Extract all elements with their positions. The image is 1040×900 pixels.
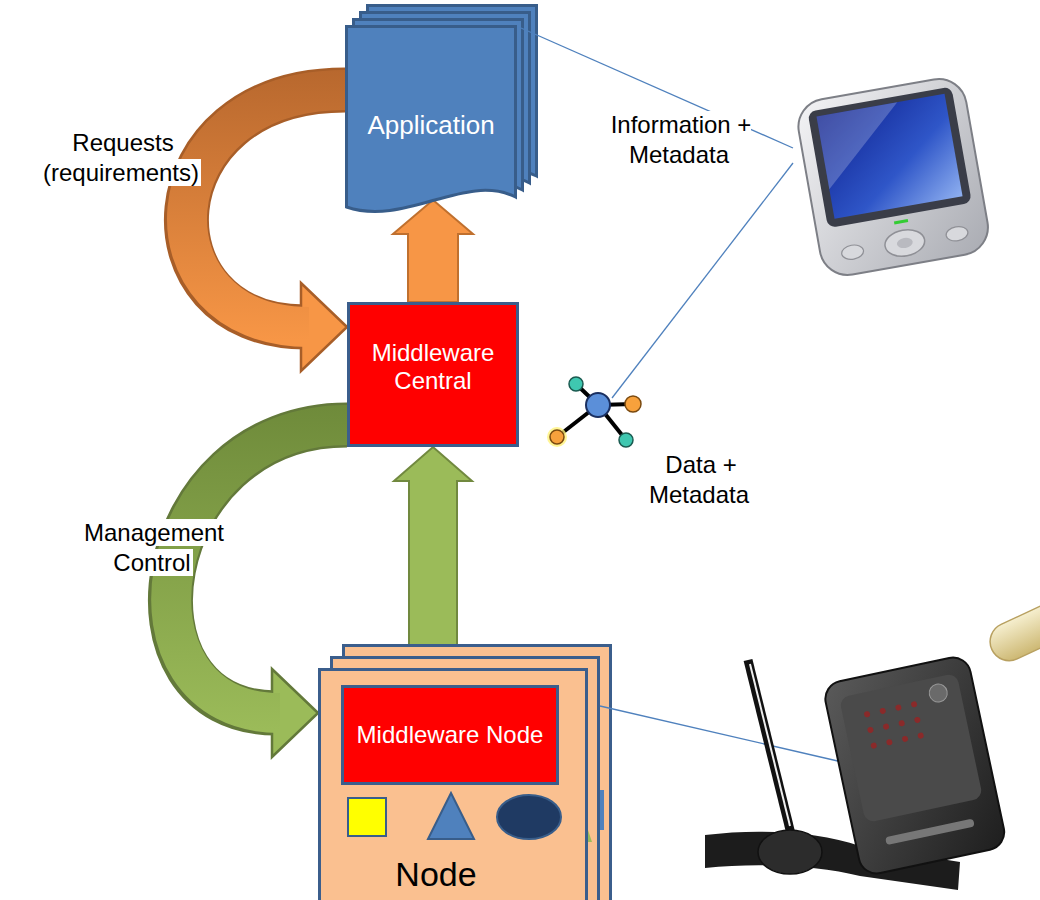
edge-label: Data + Metadata [649, 451, 751, 508]
device-led [901, 735, 908, 742]
device-led [914, 716, 921, 723]
device-led [883, 723, 890, 730]
device-led [886, 739, 893, 746]
device-panel [839, 673, 983, 823]
edge-label-box: Information + Metadata [580, 110, 780, 170]
pda-button [841, 243, 865, 261]
node-text-holder: Node [361, 855, 511, 894]
yellow-square [348, 798, 386, 836]
device-led [910, 701, 917, 708]
navy-ellipse [497, 795, 561, 839]
sensor-cable-edge [750, 664, 790, 826]
sensor-illustration [705, 599, 1040, 890]
node-label: Middleware Node [357, 721, 544, 749]
molecule-atom [586, 393, 610, 417]
node-card: Node Middleware Node [318, 668, 588, 900]
strap-electrode [758, 830, 822, 874]
node-text-holder: Middleware Node [344, 688, 556, 782]
edge-label: Information + Metadata [609, 111, 752, 168]
node-label: Application [367, 111, 494, 141]
pda-led [894, 219, 908, 224]
edge-label-box: Management Control [48, 518, 258, 578]
molecule-atom [550, 430, 564, 444]
device-led [879, 707, 886, 714]
molecule-glow [547, 427, 567, 447]
pda-illustration [794, 75, 992, 280]
node-label: Node [361, 855, 511, 894]
document-shape [347, 27, 516, 212]
pill-camera [984, 599, 1040, 667]
device-led [870, 742, 877, 749]
device-led [917, 732, 924, 739]
edge-label: Requests (requirements) [43, 129, 201, 186]
block-arrow [394, 447, 472, 668]
edge-label-box: Requests (requirements) [2, 128, 242, 188]
node-text-holder: Application [345, 25, 517, 217]
block-arrow [393, 200, 473, 302]
device-logo [928, 682, 949, 703]
middleware-central-box: Middleware Central [347, 302, 519, 447]
pda-body [794, 75, 992, 280]
edge-label-box: Data + Metadata [640, 450, 760, 510]
device-led [898, 720, 905, 727]
blue-triangle [428, 793, 474, 839]
arrow-outline [186, 90, 345, 327]
device-body [822, 654, 1008, 876]
pill-body [984, 599, 1040, 667]
pda-bezel [808, 87, 972, 229]
molecule-atom [619, 433, 633, 447]
device-slot [885, 819, 975, 846]
sensor-device [822, 654, 1008, 876]
pda-screen [816, 94, 962, 219]
flow-arrow [393, 200, 473, 302]
node-label: Middleware Central [358, 339, 508, 394]
device-led [864, 711, 871, 718]
application-document: Application [345, 25, 517, 217]
device-led [867, 726, 874, 733]
molecule-atom [625, 396, 641, 412]
sensor-cable [748, 660, 792, 838]
pda-button [883, 227, 927, 260]
pda-button [945, 225, 969, 243]
node-text-holder: Middleware Central [350, 305, 516, 444]
middleware-node-box: Middleware Node [341, 685, 559, 785]
molecule-atom [569, 377, 583, 391]
flow-arrow [186, 90, 347, 371]
edge-label: Management Control [82, 519, 224, 576]
device-led [895, 704, 902, 711]
flow-arrow [394, 447, 472, 668]
arrow-body [187, 90, 345, 327]
pda-glare [816, 102, 910, 189]
leader-line [612, 163, 793, 398]
pda-button [896, 237, 913, 250]
molecule-icon [547, 377, 641, 447]
leader-line [600, 706, 842, 762]
